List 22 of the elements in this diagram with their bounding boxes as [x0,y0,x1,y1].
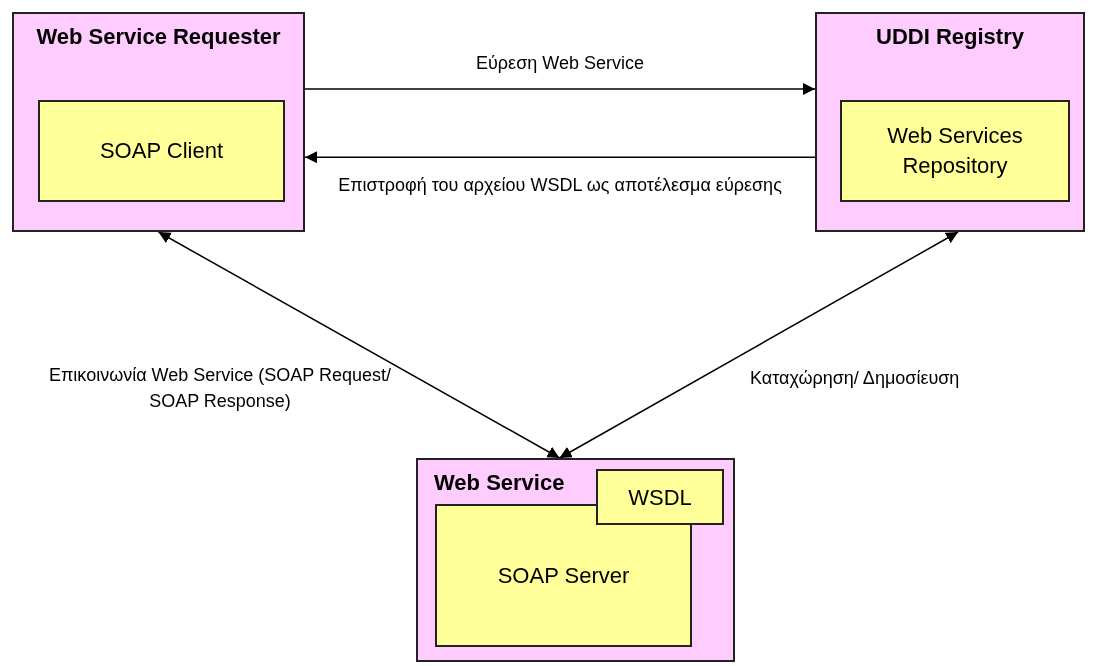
edge-label: Καταχώρηση/ Δημοσίευση [750,368,960,388]
box-label: SOAP Server [497,562,630,590]
arrow [157,231,561,459]
registry-box [815,12,1085,232]
client-box [38,100,285,202]
box-label: Web Services Repository [886,122,1024,180]
box-label: SOAP Client [99,137,224,165]
edge-label: Επιστροφή του αρχείου WSDL ως αποτέλεσμα εύρεσης [338,175,782,195]
box-title: Web Service Requester [36,24,281,49]
server-box [435,504,692,647]
box-label: WSDL [628,483,692,512]
box-title: Web Service [434,470,565,495]
repository-box [840,100,1070,202]
arrow [304,151,816,164]
edge-label: Επικοινωνία Web Service (SOAP Request/ SOAP Response) [48,365,392,411]
edge-label: Εύρεση Web Service [476,53,644,73]
requester-box [12,12,305,232]
arrow [558,231,959,459]
service-box [416,458,735,662]
arrow [304,83,816,95]
box-title: UDDI Registry [876,24,1024,49]
wsdl-box [596,469,724,525]
